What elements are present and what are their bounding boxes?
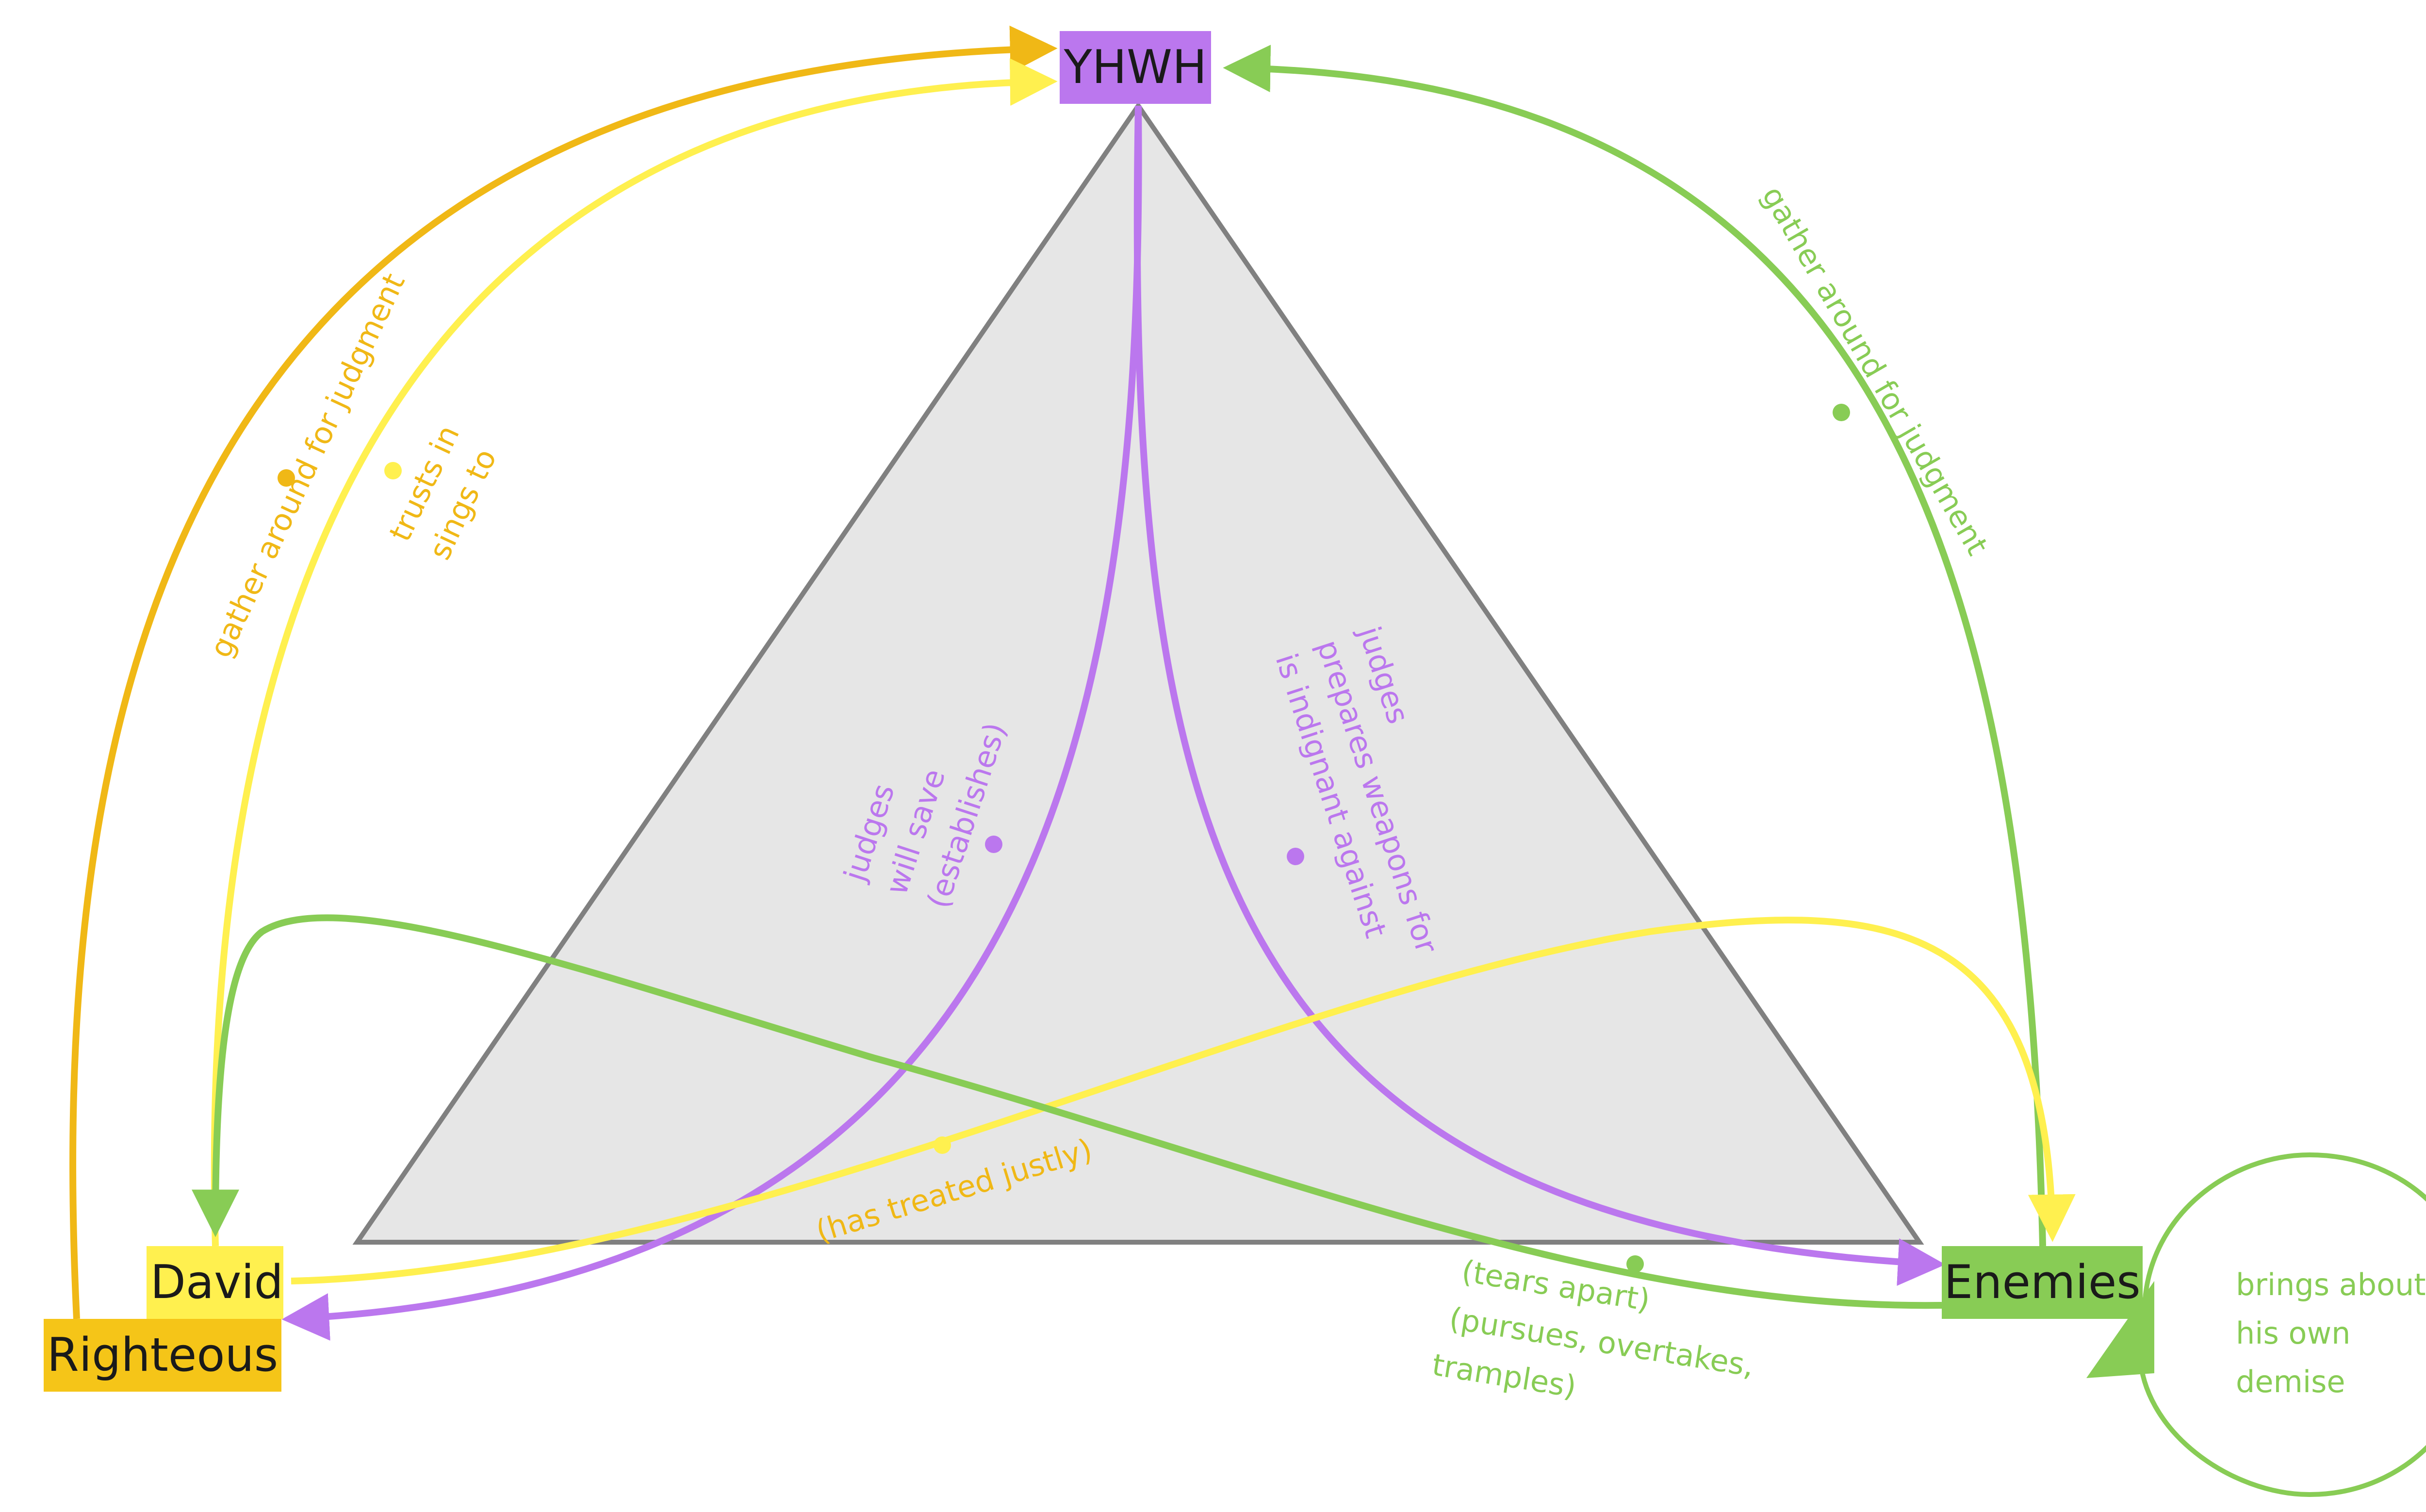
label-line: brings about [2236,1267,2426,1302]
edge-dot-david-to-enemies [934,1136,951,1154]
edge-dot-david-to-yhwh [384,462,402,479]
node-david-label: David [150,1256,283,1309]
node-yhwh: YHWH [1060,31,1211,104]
node-david: David [147,1246,283,1319]
edge-yhwh-to-enemies [1133,105,1946,1286]
edge-righteous-to-yhwh [69,25,1058,1319]
edge-david-to-enemies [291,917,2076,1284]
edge-enemies-to-yhwh [1223,45,2046,1247]
label-line: demise [2236,1364,2345,1399]
node-enemies: Enemies [1942,1246,2143,1319]
edge-david-to-yhwh [211,58,1058,1247]
label-enemies-self: brings about his own demise [2236,1261,2426,1406]
label-enemies-to-david: (tears apart) (pursues, overtakes, tramp… [1430,1253,1756,1405]
edge-dot-righteous-to-yhwh [278,469,295,487]
node-enemies-label: Enemies [1944,1256,2141,1309]
yhwh-box [1060,31,1211,104]
label-righteous-to-yhwh: gather around for judgment [202,268,411,663]
label-david-to-yhwh: trusts in sings to [382,420,503,565]
label-line: his own [2236,1315,2351,1351]
enemies-box [1942,1246,2143,1319]
node-righteous: Righteous [44,1319,281,1392]
label-line: gather around for judgment [1755,180,1995,561]
node-yhwh-label: YHWH [1064,41,1207,94]
label-line: gather around for judgment [202,268,411,663]
edge-dot-yhwh-to-enemies [1287,848,1304,865]
david-box [147,1246,283,1319]
righteous-box [44,1319,281,1392]
edge-enemies-to-david [192,914,1942,1309]
label-enemies-to-yhwh: gather around for judgment [1755,180,1995,561]
edge-dot-enemies-to-david [1626,1255,1644,1273]
edge-yhwh-to-david [281,105,1142,1341]
edge-dot-yhwh-to-david [985,836,1002,853]
node-righteous-label: Righteous [47,1329,279,1382]
edge-dot-enemies-to-yhwh [1833,404,1850,421]
label-line: tramples) [1430,1347,1579,1405]
edge-enemies-self-loop [2137,1152,2426,1497]
